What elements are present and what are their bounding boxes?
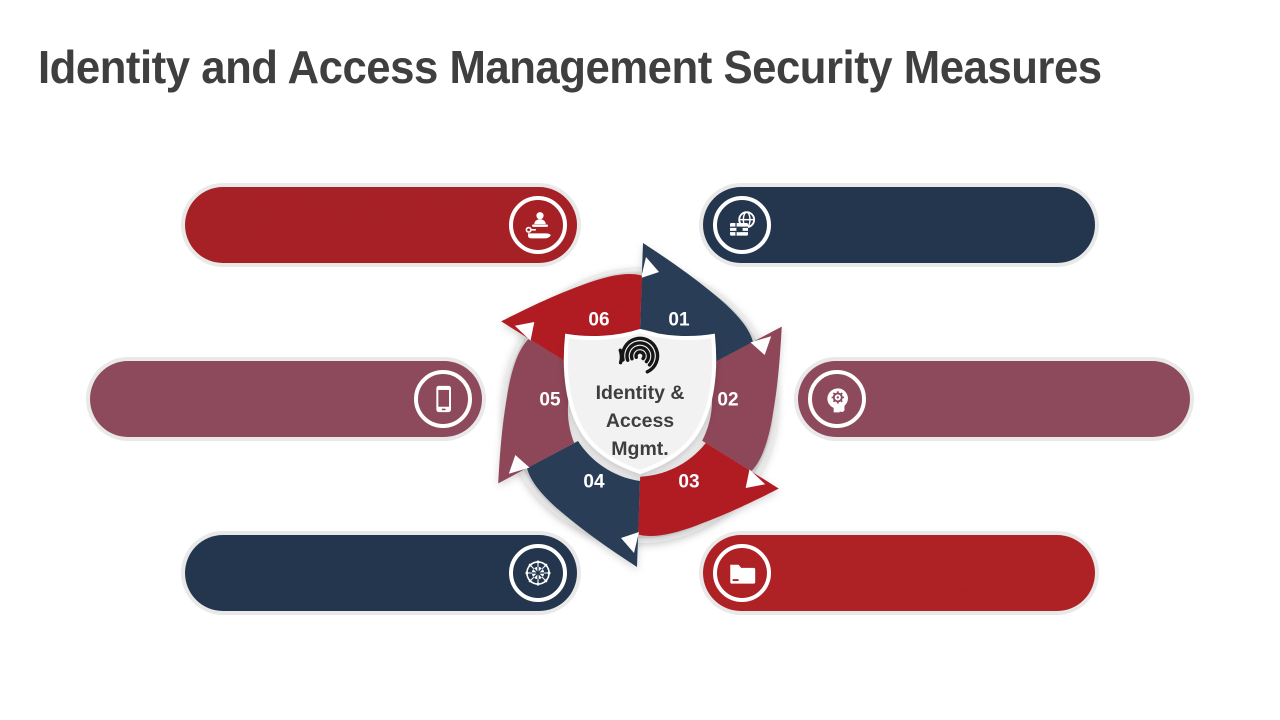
card-title: VPN & Next Gen Firewall xyxy=(781,198,963,216)
vpn-firewall-icon xyxy=(713,196,771,254)
shield: Identity & Access Mgmt. xyxy=(563,328,717,475)
card-title: User Behaviours Analysis xyxy=(876,372,1067,390)
segment-numbers: 01 02 03 04 05 06 xyxy=(539,310,738,493)
card-title: Mobile Device Management xyxy=(201,372,404,390)
card-title: SEIM DLP xyxy=(781,546,855,564)
card-privileged-account-management: Privileged Account Management This slide… xyxy=(185,187,577,263)
center-diagram: 01 02 03 04 05 06 Identity & Access Mgmt… xyxy=(498,243,782,567)
petal-02 xyxy=(702,326,782,472)
segment-number-02: 02 xyxy=(717,390,738,411)
card-body: This slide is 100% editable. Adjust it a… xyxy=(123,393,404,424)
petal-notch xyxy=(508,455,530,474)
petal-notch xyxy=(621,532,639,553)
petal-05 xyxy=(498,338,578,484)
petal-notch xyxy=(514,322,535,341)
card-user-behaviours-analysis: User Behaviours Analysis This slide is 1… xyxy=(798,361,1190,437)
folder-icon xyxy=(713,544,771,602)
card-idp-ips-nsm: IDP/IPS NSM This slide is 100% editable.… xyxy=(185,535,577,611)
network-globe-icon xyxy=(509,544,567,602)
card-body: This slide is 100% editable. Adjust it a… xyxy=(781,219,1062,250)
petal-notch xyxy=(750,336,772,355)
card-title: IDP/IPS NSM xyxy=(405,546,499,564)
privileged-account-icon xyxy=(509,196,567,254)
petal-03 xyxy=(638,443,779,536)
shield-label-line3: Mgmt. xyxy=(611,438,668,460)
card-body: This slide is 100% editable. Adjust it a… xyxy=(218,567,499,598)
segment-number-05: 05 xyxy=(539,390,561,411)
card-title: Privileged Account Management xyxy=(260,198,499,216)
segment-number-03: 03 xyxy=(678,472,699,493)
mobile-device-icon xyxy=(414,370,472,428)
hub-petals xyxy=(498,243,782,567)
fingerprint-icon xyxy=(618,336,660,374)
user-behaviour-icon xyxy=(808,370,866,428)
segment-number-06: 06 xyxy=(588,310,609,331)
card-body: This slide is 100% editable. Adjust it a… xyxy=(218,219,499,250)
shield-label-line2: Access xyxy=(606,410,674,432)
card-mobile-device-management: Mobile Device Management This slide is 1… xyxy=(90,361,482,437)
segment-number-04: 04 xyxy=(583,472,605,493)
petal-notch xyxy=(641,257,659,278)
shield-label-line1: Identity & xyxy=(596,382,685,404)
petal-notch xyxy=(745,469,766,488)
slide-title: Identity and Access Management Security … xyxy=(38,41,1102,93)
card-body: This slide is 100% editable. Adjust it a… xyxy=(781,567,1062,598)
petal-04 xyxy=(527,441,640,567)
card-vpn-next-gen-firewall: VPN & Next Gen Firewall This slide is 10… xyxy=(703,187,1095,263)
petal-06 xyxy=(501,274,642,367)
card-seim-dlp: SEIM DLP This slide is 100% editable. Ad… xyxy=(703,535,1095,611)
segment-number-01: 01 xyxy=(668,310,690,331)
card-body: This slide is 100% editable. Adjust it a… xyxy=(876,393,1157,424)
